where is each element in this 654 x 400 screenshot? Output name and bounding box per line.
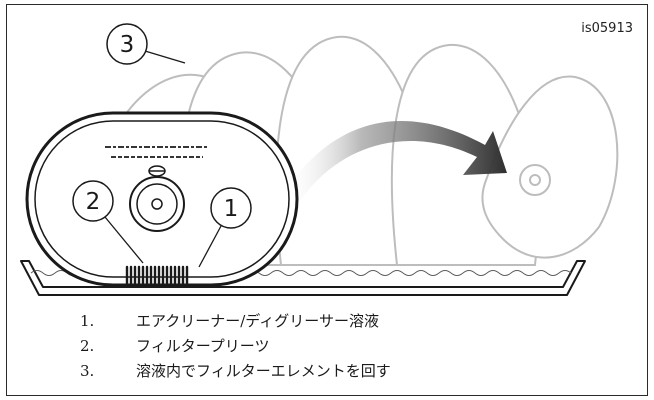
filter-center-ring [136,183,178,225]
legend-item-2-text: フィルタープリーツ [136,337,270,355]
callout-3-number: 3 [120,32,135,58]
legend-item-1-text: エアクリーナー/ディグリーサー溶液 [136,312,379,330]
callout-2-number: 2 [86,189,101,215]
legend-item-1: 1. エアクリーナー/ディグリーサー溶液 [80,309,391,334]
legend-list: 1. エアクリーナー/ディグリーサー溶液 2. フィルタープリーツ 3. 溶液内でフィ… [80,309,391,384]
rotation-arrow [283,121,507,205]
filter-pleats [125,265,189,287]
legend-item-2-number: 2. [80,337,95,355]
callout-3: 3 [106,23,186,65]
ghost-filter-5 [481,75,619,259]
legend-item-1-number: 1. [80,312,95,330]
figure-id-label: is05913 [581,21,633,36]
callout-1: 1 [198,187,252,268]
main-filter [25,111,299,287]
callout-2: 2 [72,180,144,264]
filter-rotation-illustration: 1 2 3 [20,23,619,296]
legend-item-3-number: 3. [80,362,95,380]
callout-1-number: 1 [224,196,239,222]
solution-tray [20,260,586,296]
legend-item-3: 3. 溶液内でフィルターエレメントを回す [80,359,391,384]
filter-center-outer [129,176,185,232]
legend-item-3-text: 溶液内でフィルターエレメントを回す [136,362,391,380]
figure-frame: 1 2 3 is05913 [6,4,648,396]
ghost-filter-5-hub [529,174,541,186]
filter-label-text [105,146,209,158]
legend-item-2: 2. フィルタープリーツ [80,334,391,359]
filter-center-hub [151,198,163,210]
